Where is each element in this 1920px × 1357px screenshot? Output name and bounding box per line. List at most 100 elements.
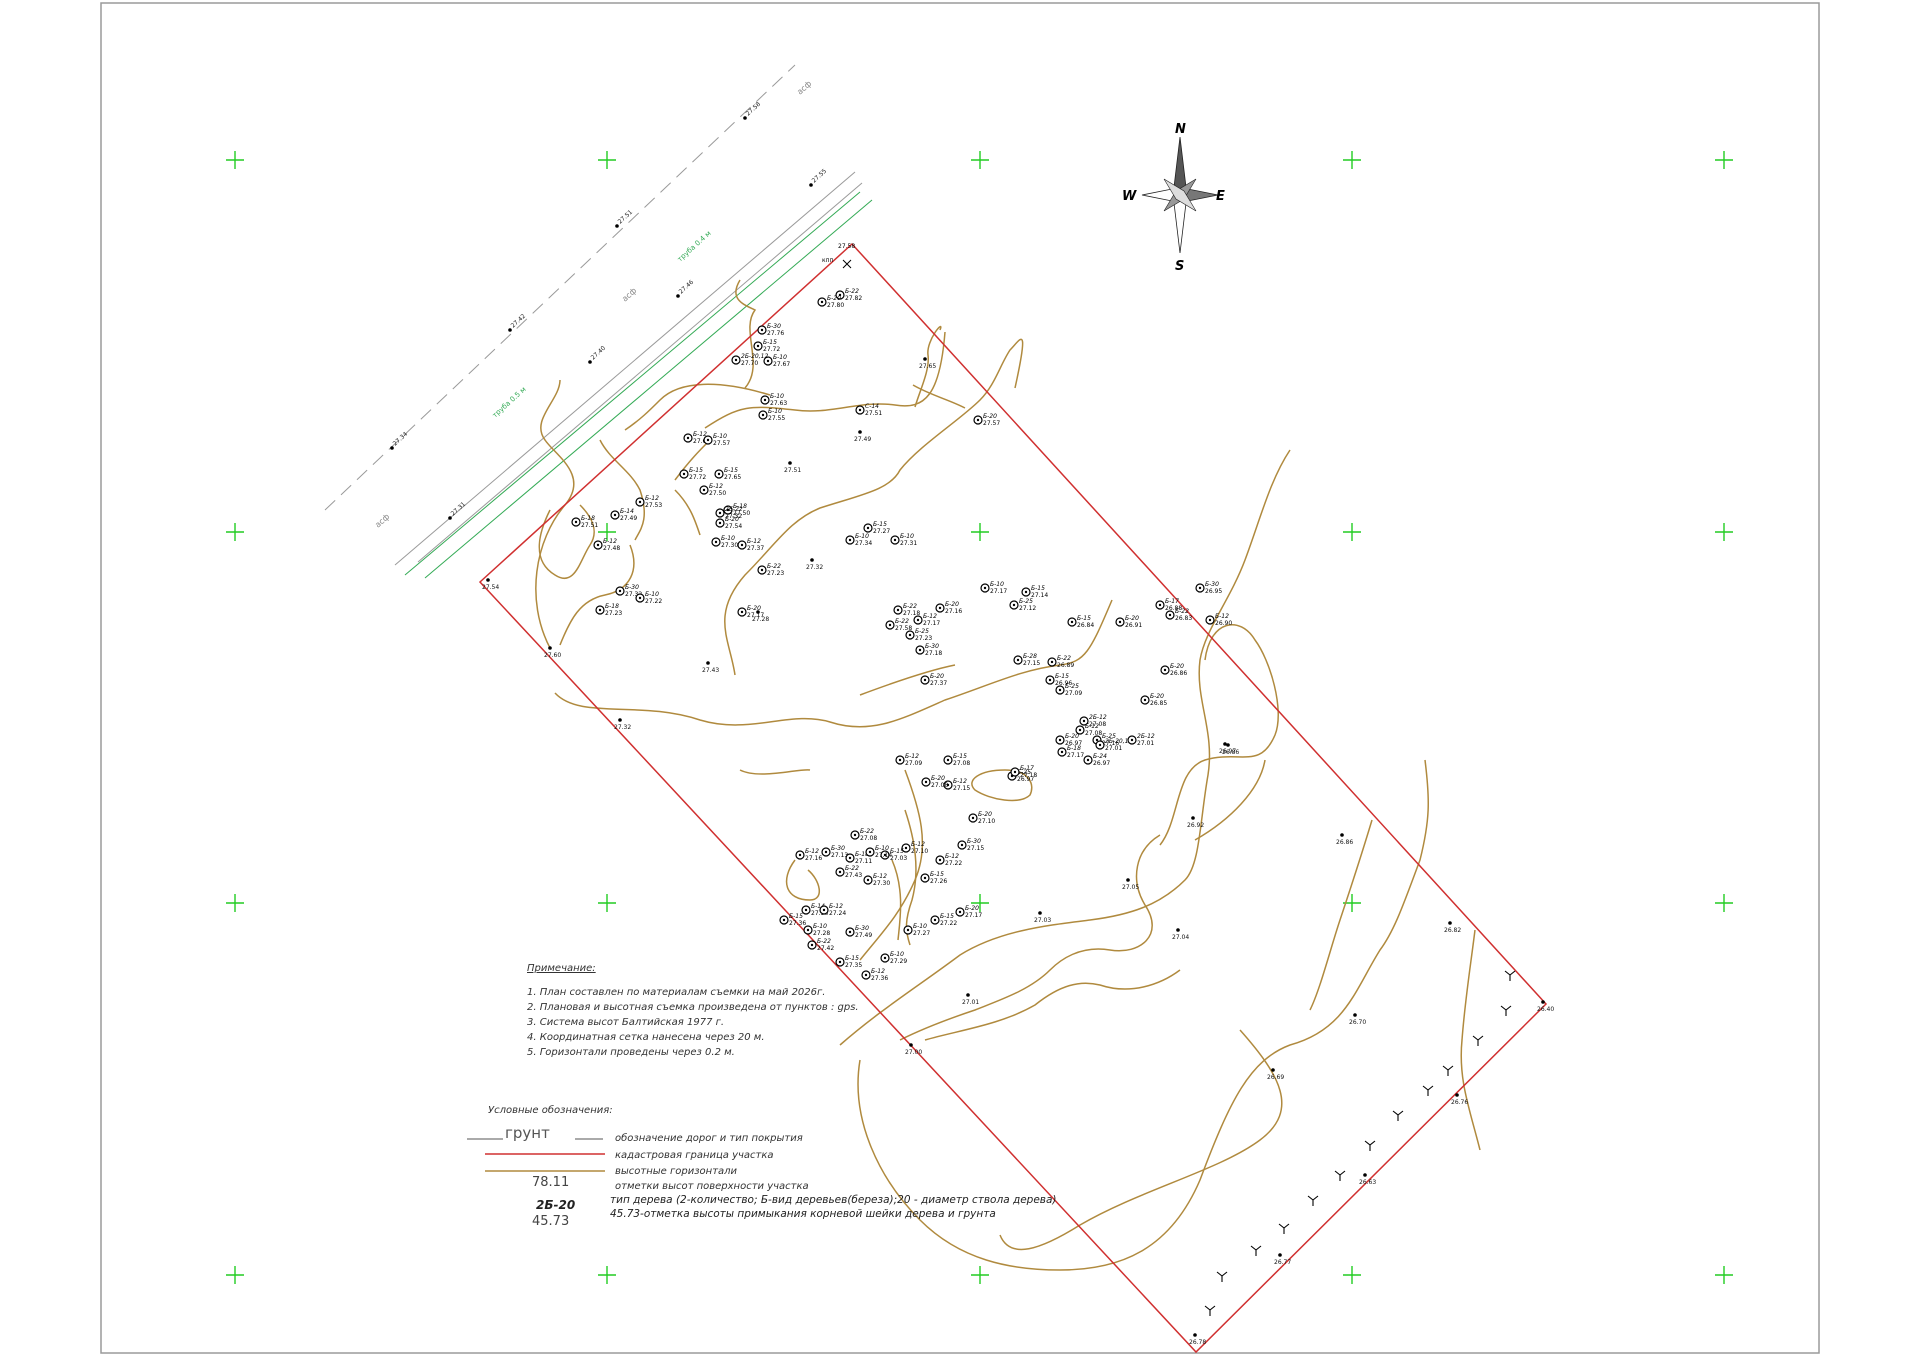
tree-code: Б-10 bbox=[913, 923, 927, 930]
tree-elev: 27.61 bbox=[693, 438, 710, 445]
tree-code: Б-22 bbox=[895, 618, 909, 625]
spot-elev-label: 26.40 bbox=[1537, 1006, 1554, 1013]
spot-elev-dot bbox=[1541, 1000, 1545, 1004]
legend-tree-elev: 45.73 bbox=[532, 1214, 569, 1229]
spot-elev-label: 27.04 bbox=[1172, 934, 1189, 941]
tree-markers: Б-2227.82Б-2027.80Б-3027.76Б-1527.72Б-10… bbox=[571, 288, 1232, 982]
tree-code: Б-10 bbox=[855, 533, 869, 540]
compass-label-n: N bbox=[1175, 122, 1186, 137]
spot-elev-dot bbox=[618, 718, 622, 722]
spot-elev-label: 26.69 bbox=[1267, 1074, 1284, 1081]
tree-code: Б-10 bbox=[645, 591, 659, 598]
tree-code: Б-10 bbox=[813, 923, 827, 930]
spot-elev-label: 27.01 bbox=[962, 999, 979, 1006]
road-elev-dot bbox=[743, 116, 747, 120]
tree-elev: 27.23 bbox=[605, 610, 622, 617]
spot-elev-dot bbox=[858, 430, 862, 434]
tree-code: Б-25 bbox=[1102, 733, 1116, 740]
fence-marker-icon bbox=[1472, 1035, 1484, 1046]
contour-line bbox=[785, 859, 820, 901]
legend-tree-desc: тип дерева (2-количество; Б-вид деревьев… bbox=[610, 1194, 1057, 1206]
compass-diag bbox=[1163, 178, 1197, 212]
pipe-line-1 bbox=[404, 191, 861, 576]
grid-cross bbox=[1343, 523, 1361, 541]
tree-code: Б-12 bbox=[1215, 613, 1229, 620]
tree-code: Б-20 bbox=[1150, 693, 1164, 700]
tree-elev: 27.22 bbox=[945, 860, 962, 867]
contour-lines bbox=[535, 279, 1481, 1271]
tree-code: Б-12 bbox=[905, 753, 919, 760]
spot-elev-label: 26.86 bbox=[1336, 839, 1353, 846]
tree-elev: 27.08 bbox=[860, 835, 877, 842]
tree-elev: 27.08 bbox=[931, 782, 948, 789]
sheet-frame bbox=[100, 2, 1820, 1354]
tree-code: Б-12 bbox=[911, 841, 925, 848]
spot-elev-dot bbox=[966, 993, 970, 997]
tree-code: Б-22 bbox=[845, 865, 859, 872]
spot-elev-label: 26.77 bbox=[1274, 1259, 1291, 1266]
tree-code: Б-20 bbox=[1170, 663, 1184, 670]
tree-code: С-14 bbox=[865, 403, 879, 410]
spot-elev-dot bbox=[1226, 743, 1230, 747]
tree-code: Б-10 bbox=[900, 533, 914, 540]
tree-elev: 27.37 bbox=[747, 545, 764, 552]
legend-tree-code: 2Б-20 bbox=[536, 1198, 575, 1212]
gate-icon bbox=[842, 259, 852, 269]
tree-code: Б-15 bbox=[940, 913, 954, 920]
tree-code: Б-20 bbox=[978, 811, 992, 818]
contour-line bbox=[891, 859, 902, 941]
tree-code: Б-12 bbox=[953, 778, 967, 785]
tree-elev: 27.49 bbox=[620, 515, 637, 522]
spot-elev-dot bbox=[756, 610, 760, 614]
tree-elev: 26.84 bbox=[1077, 622, 1094, 629]
tree-elev: 27.08 bbox=[953, 760, 970, 767]
note-item: 3. Система высот Балтийская 1977 г. bbox=[527, 1017, 724, 1028]
contour-line bbox=[899, 834, 1161, 1041]
spot-elev-label: 27.28 bbox=[752, 616, 769, 623]
tree-code: Б-20 bbox=[725, 516, 739, 523]
spot-elev-dot bbox=[1340, 833, 1344, 837]
legend-road-sample: грунт bbox=[505, 1124, 550, 1142]
tree-elev: 27.54 bbox=[725, 523, 742, 530]
spot-elev-dot bbox=[1223, 742, 1227, 746]
tree-code: Б-15 bbox=[845, 955, 859, 962]
tree-code: Б-15 bbox=[930, 871, 944, 878]
tree-code: Б-12 bbox=[603, 538, 617, 545]
note-item: 5. Горизонтали проведены через 0.2 м. bbox=[527, 1047, 735, 1058]
tree-elev: 27.17 bbox=[990, 588, 1007, 595]
spot-elev-label: 27.49 bbox=[854, 436, 871, 443]
pipe-line-2 bbox=[424, 199, 873, 579]
tree-code: Б-10 bbox=[768, 408, 782, 415]
spot-elev-dot bbox=[486, 578, 490, 582]
road-elev-dot bbox=[448, 516, 452, 520]
spot-elev-label: 27.00 bbox=[905, 1049, 922, 1056]
tree-elev: 27.55 bbox=[768, 415, 785, 422]
spot-elev-label: 27.43 bbox=[702, 667, 719, 674]
tree-elev: 27.27 bbox=[873, 528, 890, 535]
grid-cross bbox=[598, 151, 616, 169]
tree-elev: 27.63 bbox=[770, 400, 787, 407]
tree-elev: 27.51 bbox=[865, 410, 882, 417]
tree-elev: 27.36 bbox=[871, 975, 888, 982]
spot-elev-dot bbox=[1455, 1093, 1459, 1097]
tree-elev: 26.90 bbox=[1215, 620, 1232, 627]
